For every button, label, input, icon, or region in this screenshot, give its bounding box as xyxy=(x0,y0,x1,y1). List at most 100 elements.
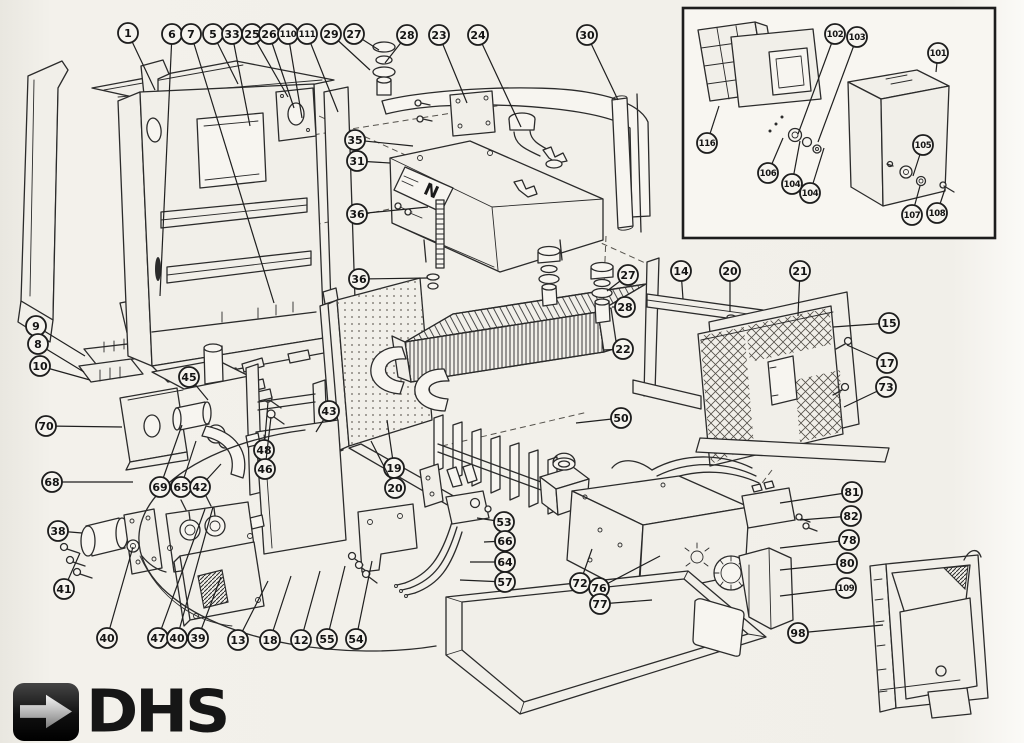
callout-28: 28 xyxy=(612,296,636,318)
callout-47: 47 xyxy=(147,508,206,649)
fuel-pump xyxy=(59,508,167,579)
svg-text:70: 70 xyxy=(38,420,54,433)
callout-108: 108 xyxy=(926,188,948,224)
svg-text:39: 39 xyxy=(190,632,205,645)
svg-text:72: 72 xyxy=(572,577,587,590)
svg-text:19: 19 xyxy=(386,462,401,475)
callout-116: 116 xyxy=(696,105,720,154)
svg-text:26: 26 xyxy=(261,28,277,41)
callout-13: 13 xyxy=(227,580,269,651)
callout-29: 29 xyxy=(320,23,371,71)
callout-7: 7 xyxy=(180,23,275,304)
svg-text:42: 42 xyxy=(192,481,207,494)
svg-text:23: 23 xyxy=(431,29,446,42)
svg-text:46: 46 xyxy=(257,463,273,476)
svg-text:20: 20 xyxy=(722,265,738,278)
fuel-valve-and-pipes xyxy=(394,463,492,598)
svg-text:13: 13 xyxy=(230,634,245,647)
callout-6: 6 xyxy=(159,23,183,297)
svg-text:14: 14 xyxy=(673,265,689,278)
callout-77: 77 xyxy=(589,593,653,615)
svg-text:106: 106 xyxy=(760,169,777,179)
callout-27: 27 xyxy=(606,264,639,292)
svg-text:82: 82 xyxy=(843,510,858,523)
callout-69: 69 xyxy=(149,424,183,498)
callout-22: 22 xyxy=(603,338,634,360)
svg-text:109: 109 xyxy=(838,584,855,594)
callout-33: 33 xyxy=(221,23,251,127)
svg-text:101: 101 xyxy=(930,49,947,59)
callout-64: 64 xyxy=(470,551,516,573)
callout-50: 50 xyxy=(575,407,632,429)
callout-109: 109 xyxy=(779,577,857,599)
svg-text:33: 33 xyxy=(224,28,239,41)
svg-text:30: 30 xyxy=(579,29,595,42)
callout-27: 27 xyxy=(343,23,380,51)
arrow-right-icon xyxy=(20,694,72,729)
svg-text:8: 8 xyxy=(34,338,42,351)
svg-text:80: 80 xyxy=(839,557,855,570)
svg-text:43: 43 xyxy=(321,405,336,418)
svg-text:68: 68 xyxy=(44,476,59,489)
svg-text:27: 27 xyxy=(346,28,361,41)
svg-text:45: 45 xyxy=(181,371,196,384)
svg-text:9: 9 xyxy=(32,320,40,333)
control-switch-assembly xyxy=(165,495,265,627)
fuel-tank: N xyxy=(389,140,604,290)
callout-21: 21 xyxy=(789,260,811,317)
supply-pipe-assembly xyxy=(372,41,651,233)
callout-43: 43 xyxy=(315,400,340,433)
svg-text:81: 81 xyxy=(844,486,859,499)
svg-text:12: 12 xyxy=(293,634,308,647)
callout-36: 36 xyxy=(346,203,429,225)
heater-unit-cased xyxy=(869,549,989,719)
svg-text:110: 110 xyxy=(280,30,297,40)
svg-text:57: 57 xyxy=(497,576,512,589)
callout-55: 55 xyxy=(316,565,346,650)
callout-78: 78 xyxy=(779,529,860,551)
callout-102: 102 xyxy=(797,23,846,135)
callout-17: 17 xyxy=(846,344,898,374)
svg-text:55: 55 xyxy=(319,633,334,646)
callout-23: 23 xyxy=(428,24,468,104)
callout-107: 107 xyxy=(901,185,923,226)
callout-30: 30 xyxy=(576,24,619,101)
callout-101: 101 xyxy=(927,42,949,73)
svg-text:66: 66 xyxy=(497,535,513,548)
callout-36: 36 xyxy=(348,268,429,290)
dhs-logo: DHS xyxy=(13,680,230,743)
svg-text:28: 28 xyxy=(617,301,632,314)
svg-text:50: 50 xyxy=(613,412,629,425)
callout-106: 106 xyxy=(757,137,784,184)
svg-text:36: 36 xyxy=(351,273,367,286)
callout-57: 57 xyxy=(459,571,516,593)
callout-68: 68 xyxy=(41,471,133,493)
callout-73: 73 xyxy=(843,376,897,408)
callout-38: 38 xyxy=(47,520,83,542)
svg-text:108: 108 xyxy=(929,209,946,219)
callout-26: 26 xyxy=(258,23,295,109)
callout-15: 15 xyxy=(832,312,900,334)
callout-28: 28 xyxy=(384,24,418,64)
callout-81: 81 xyxy=(779,481,863,504)
svg-text:107: 107 xyxy=(904,211,921,221)
svg-text:111: 111 xyxy=(299,30,316,40)
callout-12: 12 xyxy=(290,570,321,651)
svg-text:36: 36 xyxy=(349,208,365,221)
callout-19: 19 xyxy=(383,419,405,479)
callout-105: 105 xyxy=(912,134,934,177)
callout-110: 110 xyxy=(277,23,303,119)
svg-text:102: 102 xyxy=(827,30,844,40)
cabinet-assembly xyxy=(91,59,357,383)
line-art: N xyxy=(17,6,997,719)
svg-text:1: 1 xyxy=(124,27,132,40)
callout-104: 104 xyxy=(799,147,825,204)
svg-text:64: 64 xyxy=(497,556,513,569)
callout-20: 20 xyxy=(719,260,741,312)
svg-text:24: 24 xyxy=(470,29,486,42)
svg-text:104: 104 xyxy=(784,180,801,190)
svg-text:25: 25 xyxy=(244,28,259,41)
